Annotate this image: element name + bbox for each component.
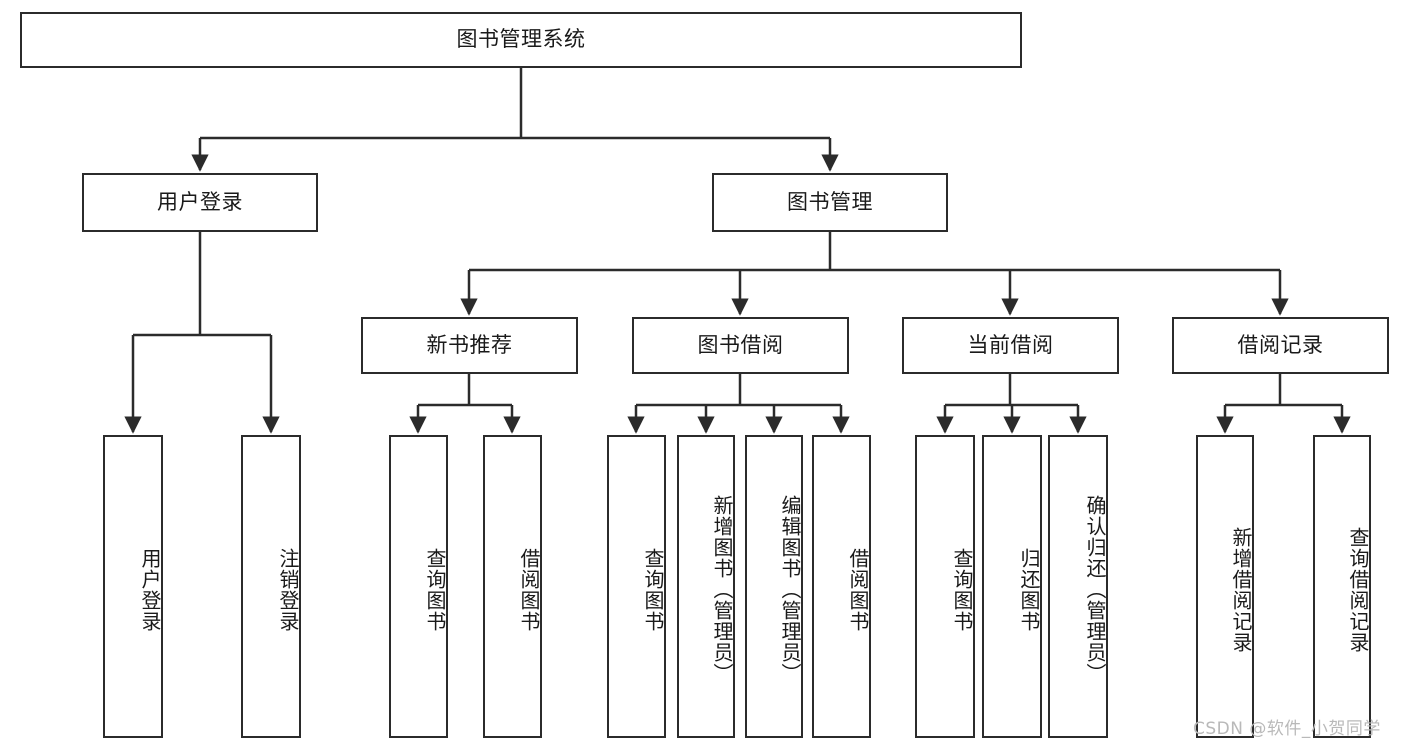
leaf-label: 注销登录 [276, 547, 300, 632]
node-borrow-record[interactable]: 借阅记录 [1172, 317, 1389, 374]
leaf-label: 借阅图书 [846, 547, 870, 632]
leaf-query-book-borrow[interactable]: 查询图书 [607, 435, 666, 738]
node-current-borrow[interactable]: 当前借阅 [902, 317, 1119, 374]
leaf-label: 编辑图书（管理员） [778, 495, 802, 684]
leaf-return-book[interactable]: 归还图书 [982, 435, 1042, 738]
leaf-borrow-book-recommend[interactable]: 借阅图书 [483, 435, 542, 738]
leaf-label: 新增图书（管理员） [710, 495, 734, 684]
leaf-edit-book-admin[interactable]: 编辑图书（管理员） [745, 435, 803, 738]
leaf-confirm-return-admin[interactable]: 确认归还（管理员） [1048, 435, 1108, 738]
node-current-borrow-label: 当前借阅 [967, 332, 1054, 357]
node-root-label: 图书管理系统 [456, 27, 586, 52]
leaf-label: 用户登录 [138, 547, 162, 632]
node-user-login[interactable]: 用户登录 [82, 173, 318, 232]
node-book-management[interactable]: 图书管理 [712, 173, 948, 232]
node-book-management-label: 图书管理 [787, 189, 873, 214]
leaf-logout[interactable]: 注销登录 [241, 435, 301, 738]
leaf-query-book-recommend[interactable]: 查询图书 [389, 435, 448, 738]
leaf-query-book-current[interactable]: 查询图书 [915, 435, 975, 738]
leaf-label: 查询图书 [423, 547, 447, 632]
node-new-book-recommend-label: 新书推荐 [426, 332, 513, 357]
leaf-query-borrow-record[interactable]: 查询借阅记录 [1313, 435, 1371, 738]
node-user-login-label: 用户登录 [157, 189, 243, 214]
csdn-watermark: CSDN @软件_小贺同学 [1193, 719, 1381, 739]
node-borrow-record-label: 借阅记录 [1237, 332, 1324, 357]
leaf-label: 查询借阅记录 [1346, 526, 1370, 653]
leaf-label: 新增借阅记录 [1229, 526, 1253, 653]
leaf-label: 归还图书 [1017, 547, 1041, 632]
leaf-label: 借阅图书 [517, 547, 541, 632]
node-root[interactable]: 图书管理系统 [20, 12, 1022, 68]
leaf-label: 确认归还（管理员） [1083, 495, 1107, 684]
leaf-label: 查询图书 [641, 547, 665, 632]
leaf-add-borrow-record[interactable]: 新增借阅记录 [1196, 435, 1254, 738]
leaf-label: 查询图书 [950, 547, 974, 632]
leaf-add-book-admin[interactable]: 新增图书（管理员） [677, 435, 735, 738]
node-book-borrow-label: 图书借阅 [697, 332, 784, 357]
leaf-borrow-book[interactable]: 借阅图书 [812, 435, 871, 738]
leaf-user-login[interactable]: 用户登录 [103, 435, 163, 738]
node-book-borrow[interactable]: 图书借阅 [632, 317, 849, 374]
node-new-book-recommend[interactable]: 新书推荐 [361, 317, 578, 374]
